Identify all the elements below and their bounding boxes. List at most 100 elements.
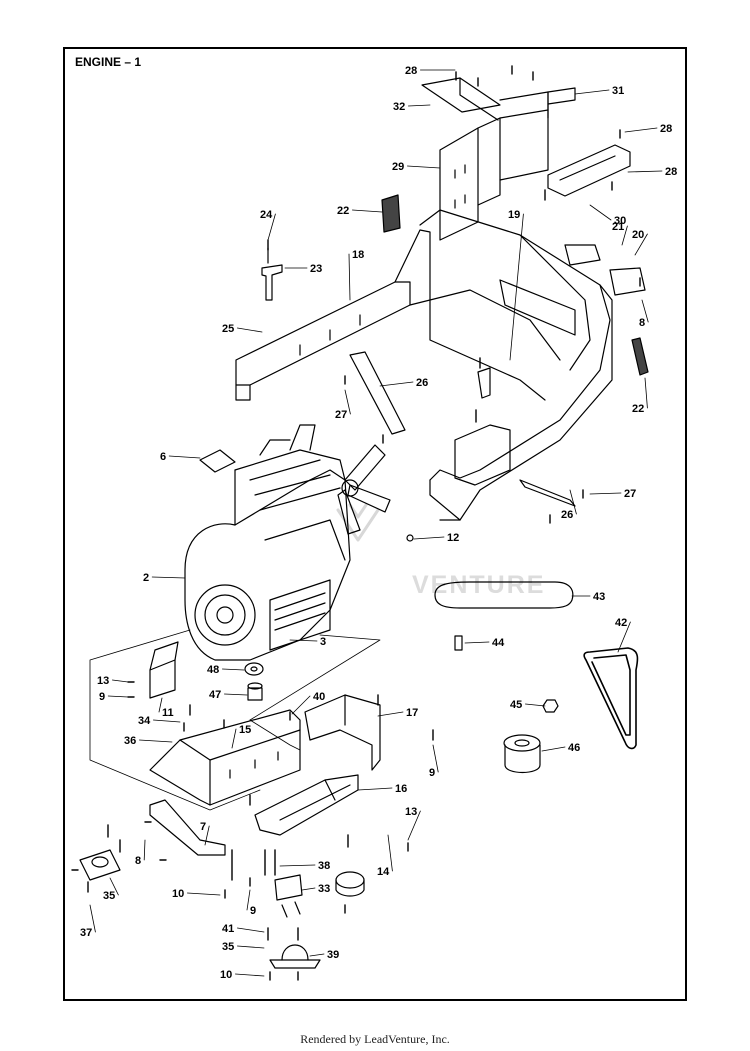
callout-leader-38	[279, 864, 316, 867]
callout-27b: 27	[624, 488, 636, 500]
callout-26b: 26	[561, 509, 573, 521]
callout-leader-15	[231, 728, 237, 749]
callout-48: 48	[207, 664, 219, 676]
callout-9c: 9	[250, 905, 256, 917]
callout-36: 36	[124, 735, 136, 747]
callout-leader-37	[89, 904, 96, 933]
callout-leader-27b	[589, 492, 622, 495]
bracket-11	[149, 641, 179, 699]
diagram-title: ENGINE – 1	[75, 55, 142, 69]
callout-30: 30	[614, 215, 626, 227]
callout-26a: 26	[416, 377, 428, 389]
rail-31	[547, 87, 576, 119]
watermark-text: VENTURE	[412, 571, 545, 599]
latch-20	[564, 244, 646, 296]
callout-46: 46	[568, 742, 580, 754]
callout-leader-18	[348, 253, 351, 301]
callout-38: 38	[318, 860, 330, 872]
callout-19: 19	[508, 209, 520, 221]
watermark	[336, 503, 380, 542]
frame-18	[235, 229, 431, 401]
callout-17: 17	[406, 707, 418, 719]
callout-2: 2	[143, 572, 149, 584]
fan	[337, 444, 391, 535]
callout-leader-13b	[407, 810, 421, 841]
callout-leader-3	[289, 639, 318, 642]
callout-40: 40	[313, 691, 325, 703]
callout-leader-35b	[236, 945, 265, 949]
callout-22b: 22	[632, 403, 644, 415]
callout-6: 6	[160, 451, 166, 463]
callout-34: 34	[138, 715, 151, 727]
callout-leader-36	[138, 739, 173, 743]
callout-7: 7	[200, 821, 206, 833]
callout-13b: 13	[405, 806, 417, 818]
callout-leader-13a	[112, 679, 129, 683]
callout-leader-22b	[644, 377, 648, 409]
hook-23	[261, 247, 283, 301]
callout-leader-33	[301, 887, 316, 891]
mount-right	[335, 871, 365, 897]
cover-43	[434, 581, 574, 609]
callout-33: 33	[318, 883, 330, 895]
callout-leader-39	[309, 953, 325, 957]
callout-9a: 9	[99, 691, 105, 703]
callout-10b: 10	[220, 969, 232, 981]
callout-leader-46	[541, 746, 566, 752]
callout-14: 14	[377, 866, 390, 878]
callout-leader-28b	[624, 127, 658, 133]
callout-37: 37	[80, 927, 92, 939]
callout-leader-12	[413, 536, 445, 540]
callout-leader-9b	[432, 744, 439, 773]
callout-leader-32	[407, 104, 431, 107]
callout-leader-19	[509, 213, 524, 361]
callout-28b: 28	[660, 123, 672, 135]
callout-42: 42	[615, 617, 627, 629]
bracket-center	[454, 367, 511, 486]
fitting-44	[454, 635, 463, 651]
callout-10a: 10	[172, 888, 184, 900]
callout-12: 12	[447, 532, 459, 544]
callout-27a: 27	[335, 409, 347, 421]
callout-24: 24	[260, 209, 273, 221]
bracket-30	[547, 144, 631, 197]
callout-leader-30	[589, 204, 612, 221]
decal-22	[381, 194, 649, 376]
mount-plate-16	[254, 774, 359, 836]
callout-43: 43	[593, 591, 605, 603]
callout-35b: 35	[222, 941, 234, 953]
washer-48	[244, 662, 264, 676]
mount-39	[269, 944, 321, 969]
callout-47: 47	[209, 689, 221, 701]
callout-leader-44	[464, 641, 490, 644]
bracket-7	[149, 799, 226, 856]
callout-leader-48	[221, 668, 245, 671]
filter-46	[503, 734, 541, 774]
callout-leader-10a	[186, 892, 221, 896]
callout-31: 31	[612, 85, 624, 97]
fasteners	[71, 65, 641, 981]
gasket-6	[199, 449, 236, 473]
callout-leader-7	[204, 825, 210, 846]
callout-leader-11	[158, 697, 163, 713]
callout-leader-2	[151, 576, 186, 579]
callout-leader-9c	[246, 889, 251, 911]
callout-leader-14	[387, 834, 393, 872]
mount-33	[274, 874, 303, 918]
callout-leader-42	[617, 621, 631, 653]
callout-15: 15	[239, 724, 251, 736]
mount-plate-15	[149, 709, 301, 806]
callout-leader-8b	[143, 839, 146, 861]
dashed-guide	[89, 629, 381, 811]
callout-leader-17	[377, 711, 404, 717]
footer-credit: Rendered by LeadVenture, Inc.	[300, 1032, 450, 1046]
callout-leader-20	[634, 233, 648, 256]
callout-41: 41	[222, 923, 234, 935]
callout-leader-28c	[627, 170, 663, 173]
callout-25: 25	[222, 323, 234, 335]
bracket-plate-29	[421, 77, 549, 241]
callout-39: 39	[327, 949, 339, 961]
diagram-frame	[63, 47, 687, 1001]
callout-32: 32	[393, 101, 405, 113]
